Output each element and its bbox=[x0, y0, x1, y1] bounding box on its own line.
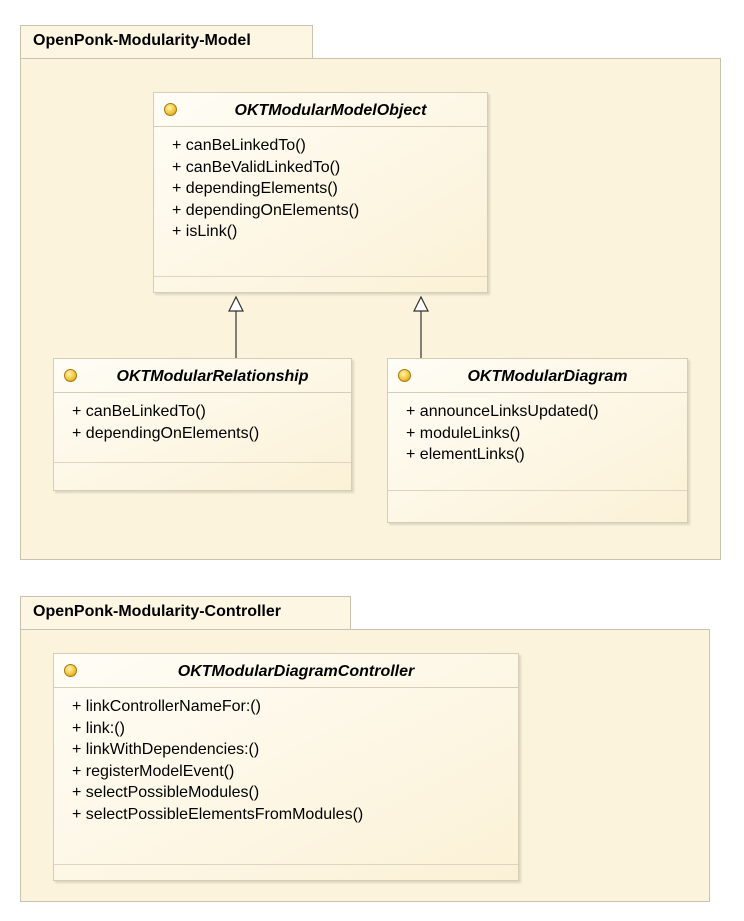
operation[interactable]: + canBeLinkedTo() bbox=[72, 403, 206, 420]
class-header: OKTModularModelObject bbox=[154, 93, 487, 127]
operations-compartment: + linkControllerNameFor:() + link:() + l… bbox=[54, 688, 518, 865]
class-name: OKTModularRelationship bbox=[116, 368, 309, 385]
generalization-arrowhead-icon bbox=[413, 295, 429, 312]
class-name: OKTModularDiagram bbox=[467, 368, 628, 385]
package-tab-controller[interactable]: OpenPonk-Modularity-Controller bbox=[20, 596, 351, 630]
operation[interactable]: + dependingOnElements() bbox=[172, 201, 360, 219]
class-okt-modular-diagram[interactable]: OKTModularDiagram + announceLinksUpdated… bbox=[387, 358, 688, 523]
class-header: OKTModularDiagramController bbox=[54, 654, 518, 688]
operations-compartment: + canBeLinkedTo() + dependingOnElements(… bbox=[54, 393, 351, 463]
operation[interactable]: + selectPossibleModules() bbox=[72, 784, 260, 801]
operation[interactable]: + link:() bbox=[72, 719, 125, 737]
operation[interactable]: + announceLinksUpdated() bbox=[406, 403, 599, 420]
operations-compartment: + canBeLinkedTo() + canBeValidLinkedTo()… bbox=[154, 127, 487, 277]
operation[interactable]: + selectPossibleElementsFromModules() bbox=[72, 805, 364, 823]
operation[interactable]: + elementLinks() bbox=[406, 446, 525, 463]
class-okt-modular-relationship[interactable]: OKTModularRelationship + canBeLinkedTo()… bbox=[53, 358, 352, 491]
operation[interactable]: + registerModelEvent() bbox=[72, 762, 235, 780]
package-tab-model[interactable]: OpenPonk-Modularity-Model bbox=[20, 25, 313, 59]
class-stereotype-circle-icon bbox=[398, 369, 411, 382]
operation[interactable]: + canBeLinkedTo() bbox=[172, 137, 306, 154]
class-stereotype-circle-icon bbox=[64, 369, 77, 382]
class-stereotype-circle-icon bbox=[64, 664, 77, 677]
generalization-arrowhead-icon bbox=[228, 295, 244, 312]
generalization-relationship-to-modelobject[interactable] bbox=[228, 295, 244, 358]
operation[interactable]: + linkControllerNameFor:() bbox=[72, 698, 261, 715]
class-okt-modular-model-object[interactable]: OKTModularModelObject + canBeLinkedTo() … bbox=[153, 92, 488, 293]
operation[interactable]: + dependingElements() bbox=[172, 180, 338, 197]
operation[interactable]: + moduleLinks() bbox=[406, 424, 521, 442]
class-stereotype-circle-icon bbox=[164, 103, 177, 116]
operation[interactable]: + canBeValidLinkedTo() bbox=[172, 158, 341, 176]
package-name-model: OpenPonk-Modularity-Model bbox=[33, 32, 251, 49]
operation[interactable]: + isLink() bbox=[172, 223, 238, 240]
operation[interactable]: + dependingOnElements() bbox=[72, 424, 260, 442]
class-name: OKTModularModelObject bbox=[234, 102, 427, 119]
generalization-diagram-to-modelobject[interactable] bbox=[413, 295, 429, 358]
class-header: OKTModularRelationship bbox=[54, 359, 351, 393]
class-okt-modular-diagram-controller[interactable]: OKTModularDiagramController + linkContro… bbox=[53, 653, 519, 881]
class-name: OKTModularDiagramController bbox=[177, 663, 415, 680]
package-name-controller: OpenPonk-Modularity-Controller bbox=[33, 603, 281, 620]
class-header: OKTModularDiagram bbox=[388, 359, 687, 393]
operations-compartment: + announceLinksUpdated() + moduleLinks()… bbox=[388, 393, 687, 491]
operation[interactable]: + linkWithDependencies:() bbox=[72, 741, 260, 758]
